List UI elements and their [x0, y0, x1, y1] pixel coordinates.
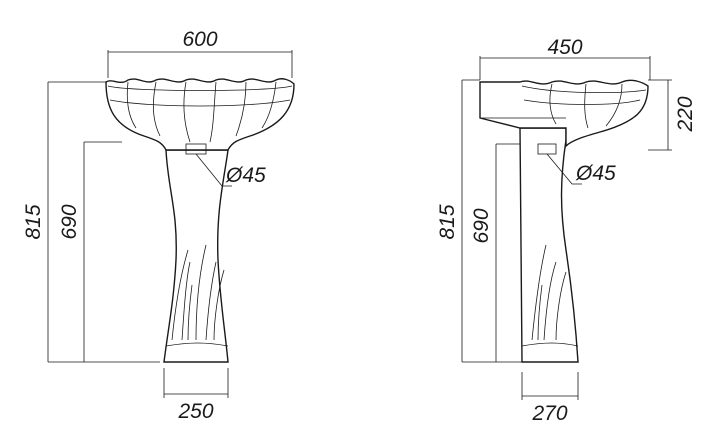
front-basin-bowl	[105, 78, 295, 151]
side-base-dimension-line	[521, 372, 579, 400]
front-width-label: 600	[182, 28, 217, 51]
side-pedestal-base-line	[521, 342, 579, 347]
side-bowl-scallops	[480, 83, 647, 129]
side-base-label: 270	[531, 402, 567, 425]
front-drain-leader	[195, 153, 232, 187]
side-drain-label: Ø45	[575, 162, 616, 185]
front-pedestal-height-dimension-line	[83, 141, 122, 362]
side-pedestal-height-dimension-line	[495, 143, 520, 362]
front-total-height-label: 815	[22, 204, 45, 239]
side-bowl-height-label: 220	[674, 96, 697, 132]
side-bowl-height-dimension-line	[648, 79, 672, 151]
side-total-height-label: 815	[436, 204, 459, 239]
front-pedestal-base-line	[165, 342, 229, 347]
front-width-dimension-line	[107, 50, 293, 78]
front-pedestal	[163, 149, 229, 363]
side-drain-leader	[546, 153, 582, 185]
front-base-dimension-line	[163, 368, 229, 398]
side-basin-bowl	[479, 79, 649, 148]
front-drain-label: Ø45	[225, 164, 266, 187]
side-depth-dimension-line	[479, 56, 651, 80]
side-depth-label: 450	[547, 36, 582, 59]
side-total-height-dimension-line	[461, 79, 522, 363]
front-bowl-scallops	[107, 81, 293, 143]
side-pedestal	[519, 127, 579, 363]
side-view: 450 220 815 690 Ø45 270	[436, 36, 697, 425]
side-pedestal-height-label: 690	[470, 208, 493, 243]
front-view: 600 815 690 Ø45 250	[22, 28, 295, 423]
front-total-height-dimension-line	[47, 81, 160, 363]
front-leaf-pattern	[171, 244, 225, 341]
front-pedestal-height-label: 690	[58, 204, 81, 239]
side-leaf-pattern	[531, 244, 567, 341]
front-base-label: 250	[177, 400, 213, 423]
